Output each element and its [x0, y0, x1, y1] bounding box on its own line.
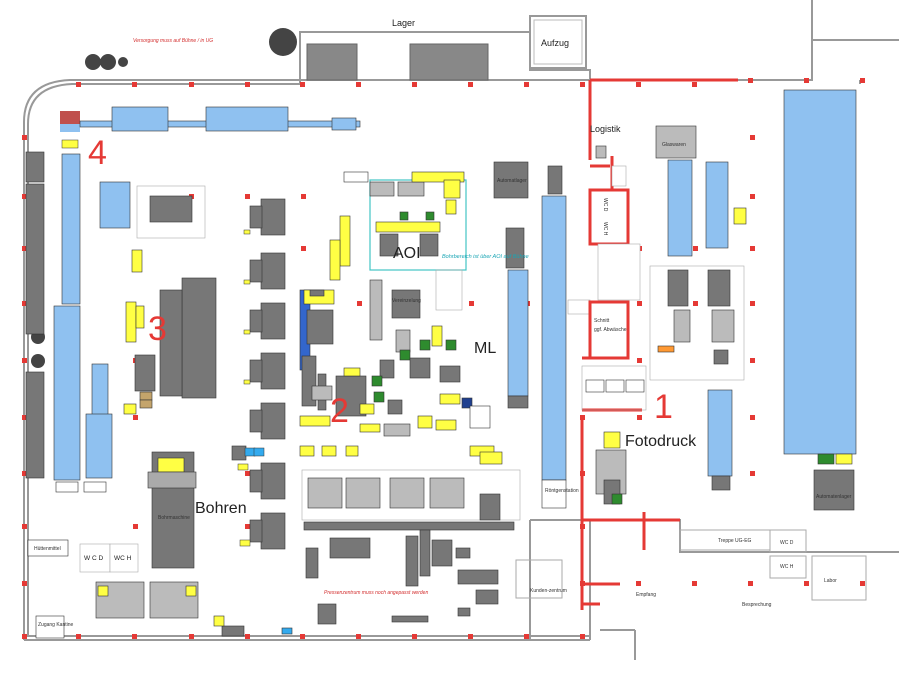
bohren-accessories: [237, 229, 265, 547]
fotodruck-label: Fotodruck: [625, 433, 697, 450]
bottom-right-rooms: [515, 529, 867, 601]
bohrbereich-note: Bohrbereich ist über AOI auf Bühne: [442, 254, 529, 260]
bottom-left-area: [27, 539, 293, 639]
wc-d-right: WC D: [780, 540, 794, 546]
zone-2-label: 2: [330, 392, 349, 430]
abwaesche-label: ggf. Abwäsche: [594, 327, 627, 333]
top-conveyor: [60, 106, 361, 149]
line-zone-3: [99, 181, 217, 569]
wc-h-right: WC H: [780, 564, 794, 570]
bohren-machines: [231, 198, 286, 550]
bohren-label: Bohren: [195, 500, 247, 517]
automatenlager-r-label: Automatenlager: [816, 494, 852, 500]
wcd-vertical: WC D: [602, 198, 608, 212]
besprechung-label: Besprechung: [742, 602, 772, 608]
wc-h-left: WC H: [114, 555, 132, 562]
press-area: [301, 469, 521, 625]
schnitt-label: Schnitt: [594, 318, 610, 324]
right-area: [595, 89, 857, 511]
zugang-kantine-label: Zugang Kantine: [38, 622, 74, 628]
roentgen-label: Röntgenstation: [545, 488, 579, 494]
ml-area: [359, 269, 503, 465]
lager-area: Lager Aufzug: [306, 15, 587, 81]
vereinzelung-label: Vereinzelung: [392, 298, 421, 304]
versorgung-note: Versorgung muss auf Bühne / in UG: [133, 38, 213, 44]
fan-icons: [31, 28, 297, 368]
pressenzentrum-note: Pressenzentrum muss noch angepasst werde…: [324, 590, 428, 596]
line-zone-4: [25, 151, 113, 493]
zone-3-label: 3: [148, 310, 167, 348]
glaswaren-label: Glaswaren: [662, 142, 686, 148]
fotodruck-area: [581, 365, 647, 505]
automatlager-label: Automatlager: [497, 178, 527, 184]
aufzug-label: Aufzug: [541, 38, 569, 48]
logistik-label: Logistik: [590, 124, 621, 134]
aoi-area: [329, 171, 467, 281]
labor-label: Labor: [824, 578, 837, 584]
huettenmittel-label: Hüttenmittel: [34, 546, 61, 552]
empfang-label: Empfang: [636, 592, 656, 598]
treppe-label: Treppe UG-EG: [718, 538, 752, 544]
kundenzentrum-label: Kunden-zentrum: [530, 588, 567, 594]
wch-vertical: WC H: [602, 222, 608, 236]
line-zone-2: [299, 289, 367, 457]
bohrmaschine-label: Bohrmaschine: [158, 515, 190, 521]
zone-1-label: 1: [654, 388, 673, 426]
ml-label: ML: [474, 340, 496, 357]
zone-4-label: 4: [88, 134, 107, 172]
blue-lines-center: [493, 161, 591, 509]
aoi-label: AOI: [393, 245, 421, 262]
lager-label: Lager: [392, 18, 415, 28]
wc-d-left: W C D: [84, 555, 103, 562]
